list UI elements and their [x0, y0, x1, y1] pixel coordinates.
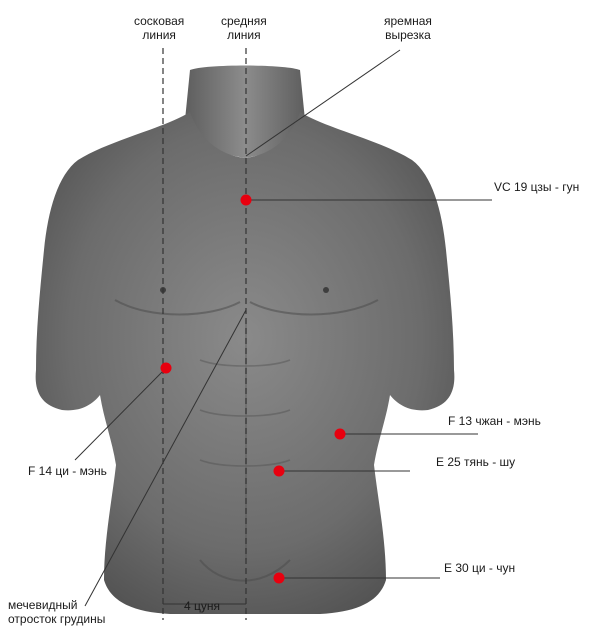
jugular-label-1: яремная — [384, 14, 432, 28]
nipple-line-label-2: линия — [134, 28, 184, 42]
e25-label: E 25 тянь - шу — [436, 455, 515, 469]
point-vc19 — [241, 195, 252, 206]
median-line-label: средняя линия — [221, 14, 267, 42]
jugular-label-2: вырезка — [384, 28, 432, 42]
median-line-label-1: средняя — [221, 14, 267, 28]
point-f14 — [161, 363, 172, 374]
nipple-line-label-1: сосковая — [134, 14, 184, 28]
torso-shape — [36, 112, 455, 614]
distance-label: 4 цуня — [184, 599, 220, 613]
right-nipple — [323, 287, 329, 293]
f14-label: F 14 ци - мэнь — [28, 464, 107, 478]
point-e25 — [274, 466, 285, 477]
xiphoid-label-2: отросток грудины — [8, 612, 105, 626]
xiphoid-label: мечевидный отросток грудины — [8, 598, 105, 626]
point-f13 — [335, 429, 346, 440]
median-line-label-2: линия — [221, 28, 267, 42]
vc19-label: VC 19 цзы - гун — [494, 180, 579, 194]
nipple-line-label: сосковая линия — [134, 14, 184, 42]
point-e30 — [274, 573, 285, 584]
e30-label: E 30 ци - чун — [444, 561, 515, 575]
jugular-label: яремная вырезка — [384, 14, 432, 42]
f13-label: F 13 чжан - мэнь — [448, 414, 541, 428]
xiphoid-label-1: мечевидный — [8, 598, 105, 612]
